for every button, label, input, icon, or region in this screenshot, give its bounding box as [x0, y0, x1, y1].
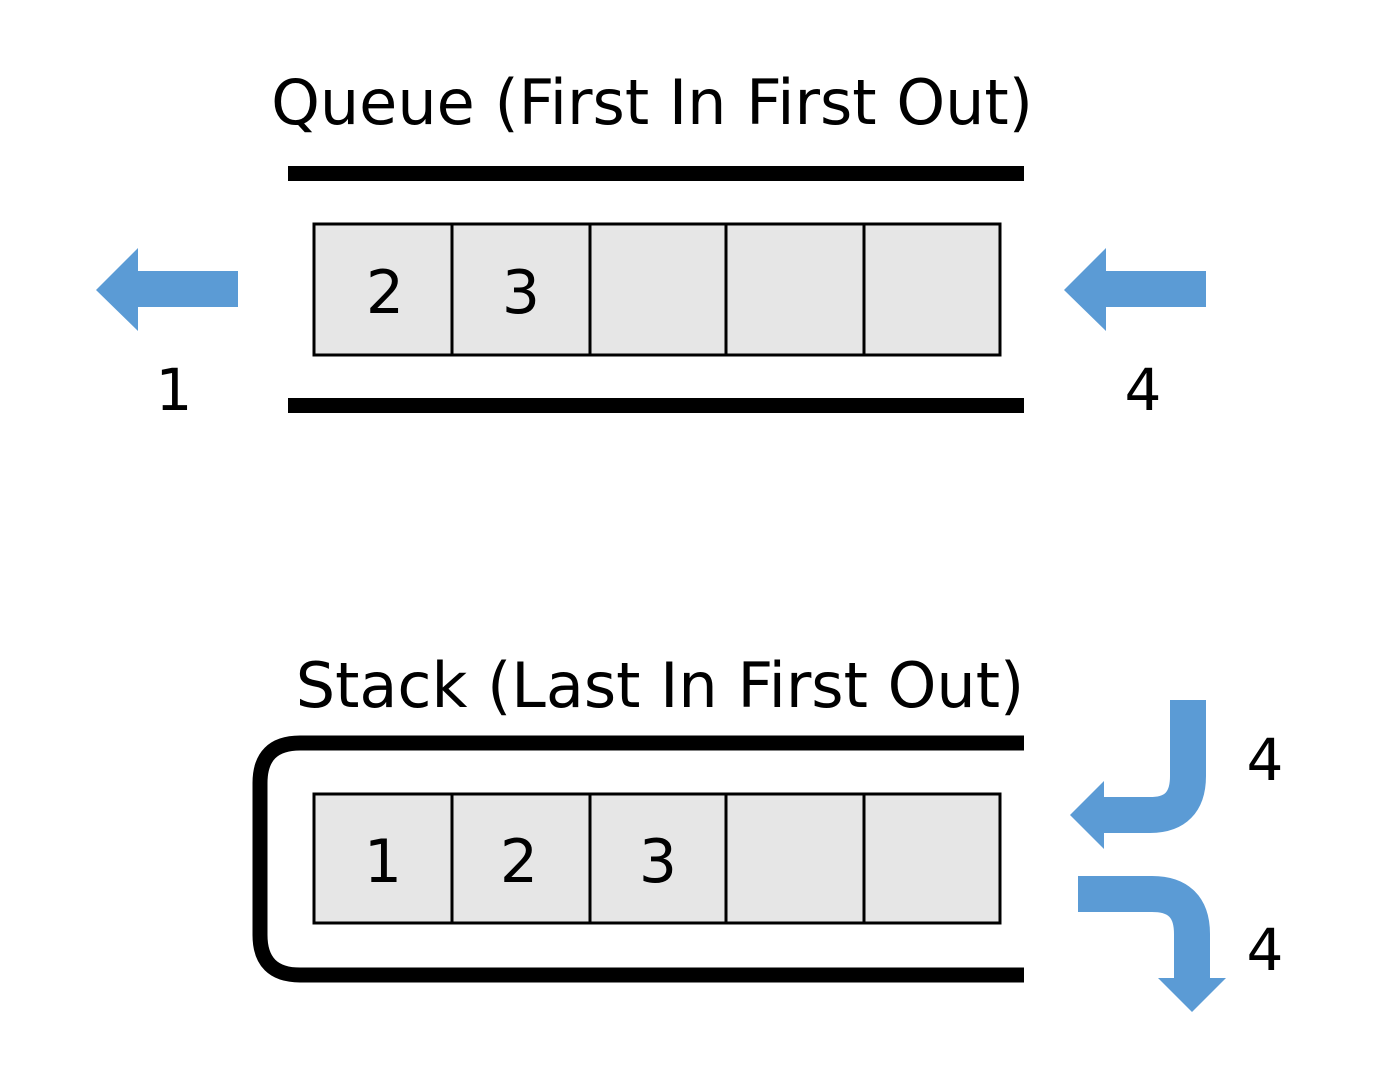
stack-cell-value: 3: [639, 827, 677, 897]
stack-cell-value: 1: [364, 827, 402, 897]
queue-cell: [312, 222, 454, 357]
stack-cell-value: 2: [500, 827, 538, 897]
queue-cell: [724, 222, 866, 357]
stack-cell: [862, 792, 1002, 925]
stack-title: Stack (Last In First Out): [296, 649, 1024, 722]
stack-cells: 1 2 3: [312, 792, 1002, 925]
queue-top-rail: [288, 166, 1024, 181]
queue-cell: [862, 222, 1002, 357]
queue-enqueued-label: 4: [1125, 356, 1162, 424]
stack-pop-label: 4: [1247, 916, 1284, 984]
queue-cell: [588, 222, 728, 357]
stack-section: Stack (Last In First Out) 1 2 3 4 4: [252, 649, 1284, 1012]
queue-dequeued-label: 1: [156, 356, 193, 424]
stack-cell: [724, 792, 866, 925]
queue-title: Queue (First In First Out): [271, 66, 1033, 139]
queue-cell-value: 3: [502, 258, 540, 328]
queue-cell: [450, 222, 592, 357]
curved-arrow-right-down-icon: [1078, 876, 1226, 1012]
queue-bottom-rail: [288, 398, 1024, 413]
queue-cells: 2 3: [312, 222, 1002, 357]
stack-container: [252, 735, 1024, 983]
arrow-left-icon: [96, 248, 238, 331]
curved-arrow-down-left-icon: [1070, 700, 1206, 849]
queue-section: Queue (First In First Out) 2 3 1 4: [96, 66, 1206, 424]
stack-cell: [312, 792, 454, 925]
arrow-left-icon: [1064, 248, 1206, 331]
stack-push-label: 4: [1247, 726, 1284, 794]
queue-cell-value: 2: [366, 258, 404, 328]
